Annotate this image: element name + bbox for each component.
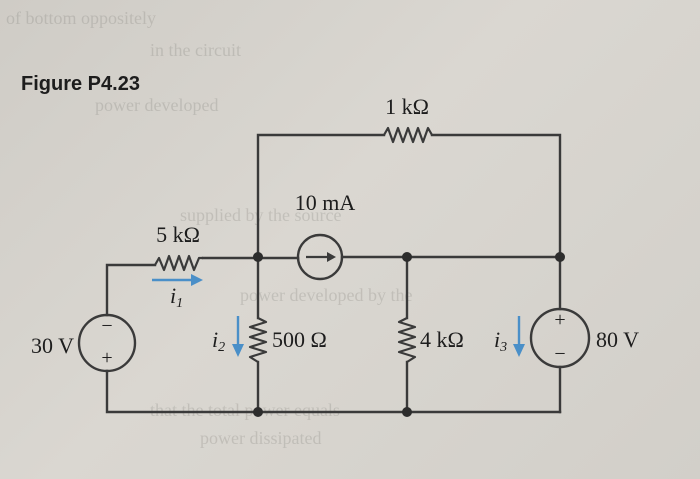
current-arrow-i1 bbox=[152, 274, 203, 286]
resistor-1k bbox=[383, 126, 433, 144]
voltage-source-80v: + − bbox=[529, 307, 591, 369]
node-dot bbox=[402, 252, 412, 262]
label-current-i1: i1 bbox=[170, 283, 183, 311]
wire-top-right bbox=[430, 133, 562, 259]
node-dot bbox=[253, 407, 263, 417]
label-current-i3: i3 bbox=[494, 327, 507, 355]
node-dot bbox=[555, 252, 565, 262]
polarity-plus-80v: + bbox=[554, 309, 565, 331]
voltage-source-30v: − + bbox=[77, 313, 137, 373]
resistor-500 bbox=[248, 317, 268, 363]
current-arrow-i2 bbox=[232, 316, 244, 357]
label-current-source: 10 mA bbox=[295, 190, 356, 215]
wire-left-to-5k bbox=[105, 263, 157, 317]
polarity-plus-30v: + bbox=[101, 347, 112, 369]
resistor-5k bbox=[154, 254, 203, 272]
current-source-10ma bbox=[296, 233, 344, 281]
label-voltage-30v: 30 V bbox=[31, 333, 74, 358]
current-arrow-i3 bbox=[513, 316, 525, 357]
label-voltage-80v: 80 V bbox=[596, 327, 639, 352]
label-resistor-4k: 4 kΩ bbox=[420, 327, 464, 352]
node-dot bbox=[402, 407, 412, 417]
resistor-4k bbox=[397, 317, 417, 363]
polarity-minus-80v: − bbox=[554, 343, 565, 365]
node-dot bbox=[253, 252, 263, 262]
label-resistor-5k: 5 kΩ bbox=[156, 222, 200, 247]
figure-title: Figure P4.23 bbox=[21, 73, 140, 95]
polarity-minus-30v: − bbox=[101, 315, 112, 337]
label-current-i2: i2 bbox=[212, 327, 225, 355]
wire-top-left bbox=[256, 133, 386, 259]
label-resistor-500: 500 Ω bbox=[272, 327, 327, 352]
wire-bottom bbox=[105, 369, 562, 414]
label-resistor-1k: 1 kΩ bbox=[385, 94, 429, 119]
